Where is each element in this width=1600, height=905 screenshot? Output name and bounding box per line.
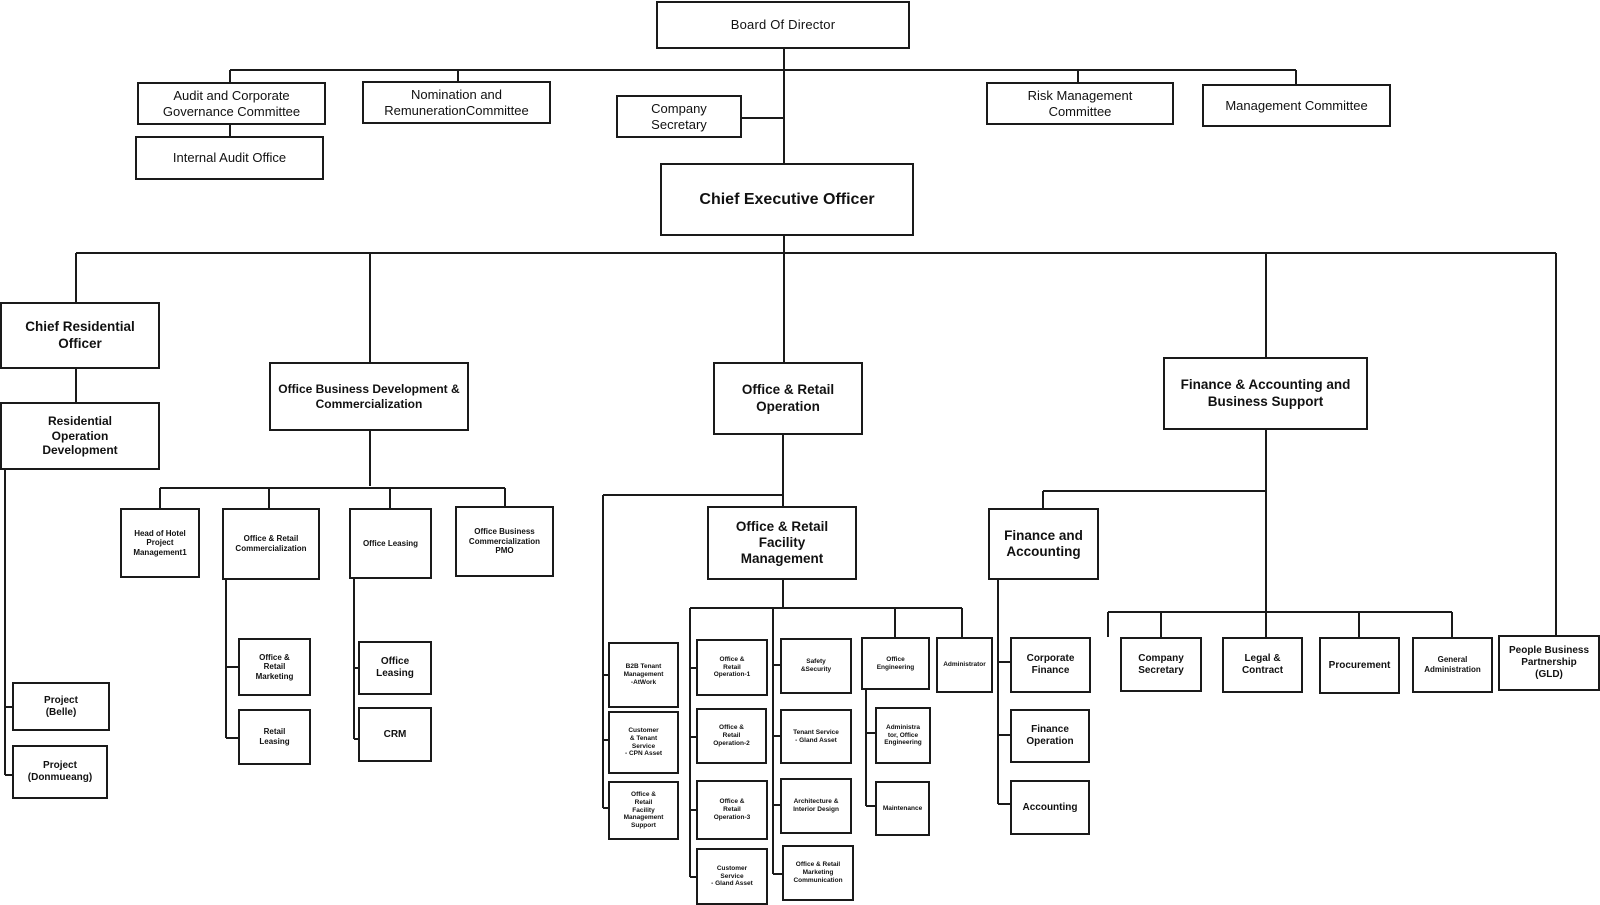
org-node-oro1: Office & Retail Operation-1	[696, 639, 768, 696]
org-node-label: Office Leasing	[376, 656, 414, 679]
org-node-fabs: Finance & Accounting and Business Suppor…	[1163, 357, 1368, 430]
org-node-oe: Office Engineering	[861, 637, 930, 690]
org-node-label: Administrator	[943, 661, 986, 669]
org-node-label: Office & Retail Facility Management	[735, 518, 829, 567]
org-node-hotel: Head of Hotel Project Management1	[120, 508, 200, 578]
org-node-label: Office Business Commercialization PMO	[468, 527, 541, 556]
org-node-res-op: Residential Operation Development	[0, 402, 160, 470]
org-node-nomination: Nomination and RemunerationCommittee	[362, 81, 551, 124]
org-node-risk: Risk Management Committee	[986, 82, 1174, 125]
org-node-label: Office & Retail Marketing	[255, 652, 294, 681]
org-node-label: Board Of Director	[730, 17, 836, 33]
org-node-oro3: Office & Retail Operation-3	[696, 780, 768, 840]
org-node-label: Office & Retail Facility Management Supp…	[623, 791, 664, 830]
org-node-orfms: Office & Retail Facility Management Supp…	[608, 781, 679, 840]
org-node-orm-comm: Office & Retail Marketing Communication	[782, 845, 854, 901]
org-node-legal: Legal & Contract	[1222, 637, 1303, 693]
org-node-label: Office & Retail Marketing Communication	[793, 861, 843, 884]
org-node-fin-op: Finance Operation	[1010, 709, 1090, 763]
org-node-arch: Architecture & Interior Design	[780, 778, 852, 834]
org-node-ol2: Office Leasing	[358, 641, 432, 695]
org-node-label: Residential Operation Development	[42, 414, 118, 458]
org-node-gen-admin: General Administration	[1412, 637, 1493, 693]
org-node-label: Company Secretary	[1138, 652, 1184, 676]
org-node-label: Chief Residential Officer	[25, 319, 135, 351]
org-node-label: Audit and Corporate Governance Committee	[162, 87, 301, 119]
org-node-orc: Office & Retail Commercialization	[222, 508, 320, 580]
org-node-label: Office & Retail Operation-1	[713, 655, 751, 679]
org-node-label: Office & Retail Operation	[741, 382, 835, 414]
org-node-corp-fin: Corporate Finance	[1010, 637, 1091, 693]
org-node-label: Head of Hotel Project Management1	[133, 528, 187, 557]
org-node-b2b: B2B Tenant Management -AtWork	[608, 642, 679, 708]
org-node-label: CRM	[383, 728, 407, 740]
org-node-label: Customer Service - Gland Asset	[711, 864, 753, 888]
org-node-internal-audit: Internal Audit Office	[135, 136, 324, 180]
org-node-obd: Office Business Development & Commercial…	[269, 362, 469, 431]
org-node-label: Finance Operation	[1026, 724, 1074, 747]
org-node-administrator: Administrator	[936, 637, 993, 693]
org-node-proj-belle: Project (Belle)	[12, 682, 110, 731]
org-node-oro2: Office & Retail Operation-2	[696, 708, 767, 764]
org-node-label: Risk Management Committee	[1027, 87, 1133, 119]
org-node-label: Architecture & Interior Design	[793, 798, 839, 813]
org-node-label: Internal Audit Office	[172, 150, 287, 166]
org-node-comp-sec: Company Secretary	[1120, 637, 1202, 692]
org-node-label: Office Engineering	[876, 655, 915, 671]
org-node-label: Chief Executive Officer	[699, 190, 875, 208]
org-node-admin-oe: Administra tor, Office Engineering	[875, 707, 931, 764]
org-node-tenant-gland: Tenant Service - Gland Asset	[780, 709, 852, 764]
org-node-label: Procurement	[1328, 659, 1391, 671]
org-node-obc-pmo: Office Business Commercialization PMO	[455, 506, 554, 577]
org-node-proc: Procurement	[1319, 637, 1400, 694]
org-node-management: Management Committee	[1202, 84, 1391, 127]
org-node-ol: Office Leasing	[349, 508, 432, 579]
org-node-cro: Chief Residential Officer	[0, 302, 160, 369]
org-node-label: Office & Retail Operation-3	[713, 798, 751, 821]
org-node-cts: Customer & Tenant Service - CPN Asset	[608, 711, 679, 774]
org-node-proj-don: Project (Donmueang)	[12, 745, 108, 799]
org-node-label: Office Business Development & Commercial…	[278, 382, 460, 411]
org-node-label: Safety &Security	[800, 658, 832, 673]
org-node-audit: Audit and Corporate Governance Committee	[137, 82, 326, 125]
org-node-label: Retail Leasing	[259, 727, 290, 746]
org-node-accounting: Accounting	[1010, 780, 1090, 835]
org-node-company-secretary-top: Company Secretary	[616, 95, 742, 138]
org-node-safety: Safety &Security	[780, 638, 852, 694]
org-node-oro: Office & Retail Operation	[713, 362, 863, 435]
org-node-label: Office & Retail Operation-2	[713, 724, 750, 747]
org-node-cs-gland: Customer Service - Gland Asset	[696, 848, 768, 905]
org-node-label: Accounting	[1022, 801, 1078, 813]
org-node-orm: Office & Retail Marketing	[238, 638, 311, 696]
org-node-label: Company Secretary	[651, 100, 707, 132]
org-node-label: Office & Retail Commercialization	[235, 534, 307, 553]
org-node-ceo: Chief Executive Officer	[660, 163, 914, 236]
org-node-label: General Administration	[1424, 655, 1481, 674]
org-node-label: People Business Partnership (GLD)	[1508, 645, 1590, 680]
org-node-fa: Finance and Accounting	[988, 508, 1099, 580]
org-node-label: Finance & Accounting and Business Suppor…	[1180, 377, 1351, 409]
org-node-rl: Retail Leasing	[238, 709, 311, 765]
org-node-label: Legal & Contract	[1241, 653, 1284, 676]
org-node-label: Customer & Tenant Service - CPN Asset	[625, 726, 662, 758]
org-node-label: Management Committee	[1225, 97, 1368, 113]
org-node-board: Board Of Director	[656, 1, 910, 49]
org-node-label: Corporate Finance	[1026, 653, 1075, 676]
org-node-orfm: Office & Retail Facility Management	[707, 506, 857, 580]
org-node-label: Finance and Accounting	[1004, 527, 1083, 559]
org-node-people: People Business Partnership (GLD)	[1498, 635, 1600, 691]
org-node-maint: Maintenance	[875, 781, 930, 836]
org-node-label: Maintenance	[882, 804, 923, 812]
org-node-label: Project (Belle)	[44, 694, 78, 718]
org-node-label: B2B Tenant Management -AtWork	[623, 663, 664, 686]
org-node-label: Tenant Service - Gland Asset	[793, 728, 839, 744]
org-node-crm: CRM	[358, 707, 432, 762]
org-node-label: Administra tor, Office Engineering	[884, 723, 922, 747]
org-node-label: Nomination and RemunerationCommittee	[384, 86, 529, 118]
org-node-label: Office Leasing	[362, 538, 419, 548]
org-node-label: Project (Donmueang)	[27, 760, 93, 783]
